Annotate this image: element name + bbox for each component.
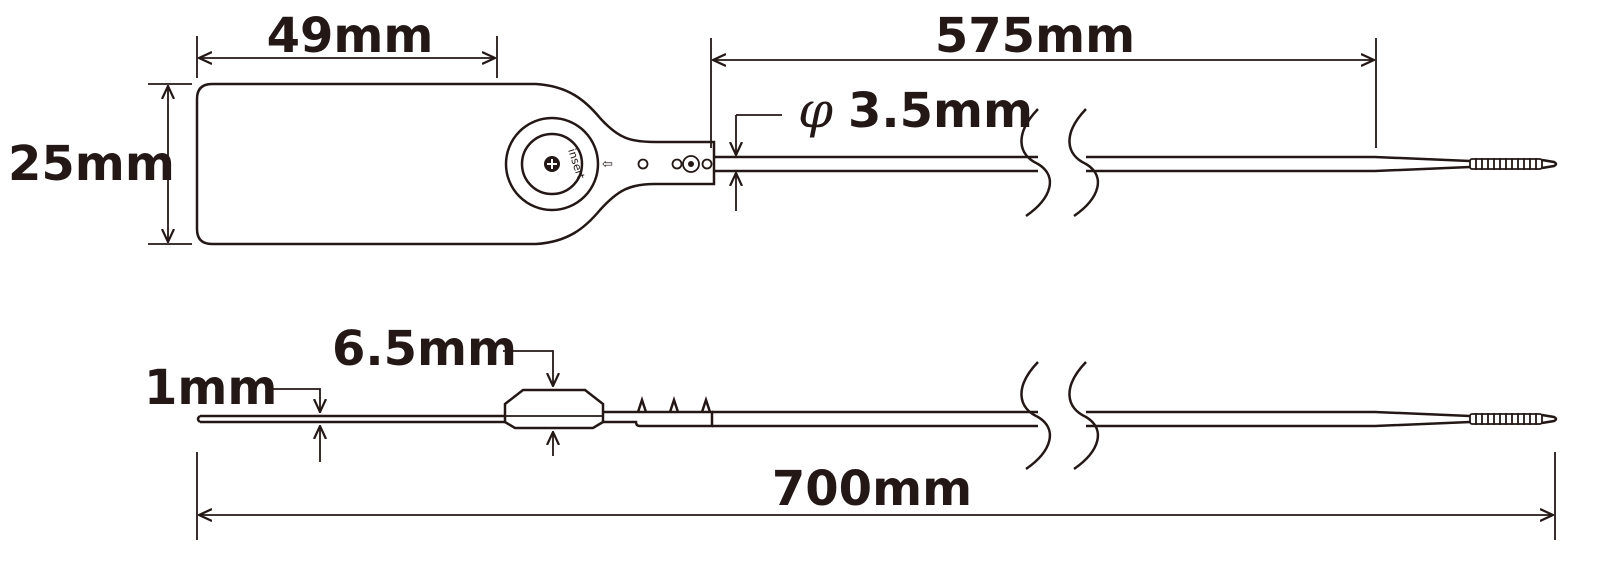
strap-length-dimension: 575mm: [710, 8, 1377, 148]
tag-height-label: 25mm: [8, 136, 175, 192]
strap-side-right: [1086, 410, 1471, 428]
insert-direction-arrow-icon: ⇦: [602, 157, 613, 172]
head-thickness-label: 6.5mm: [332, 321, 517, 377]
strap-right: [1086, 155, 1471, 173]
lock-pin-outer: [682, 155, 700, 173]
side-view: 6.5mm 1mm 700mm: [144, 321, 1558, 540]
head-side: [503, 388, 605, 430]
neck-hole-2: [671, 158, 683, 170]
tag-width-dimension: 49mm: [196, 8, 498, 78]
top-view: insert ⇦ 49mm 25mm: [8, 8, 1558, 246]
total-length-dimension: 700mm: [196, 452, 1556, 540]
strap-left: [714, 155, 1038, 173]
tag-body: [195, 82, 716, 246]
tag-width-label: 49mm: [267, 8, 434, 64]
neck-hole-1: [637, 158, 649, 170]
tag-plate-side: [196, 414, 505, 424]
break-mark-left: [1020, 108, 1052, 218]
tag-height-dimension: 25mm: [8, 83, 192, 245]
neck-spike-3: [700, 396, 712, 413]
strap-diameter-symbol: φ: [798, 81, 833, 139]
strap-serrated-tip: [1469, 158, 1558, 170]
side-break-mark-right: [1068, 361, 1100, 471]
strap-side-left: [712, 410, 1038, 428]
total-length-label: 700mm: [772, 461, 972, 517]
break-mark-right: [1068, 108, 1100, 218]
insert-plus-cross: [547, 159, 557, 169]
neck-spike-1: [636, 396, 648, 413]
tag-thickness-dimension: 1mm: [144, 360, 320, 462]
neck-plate-side: [603, 410, 714, 428]
side-serrated-tip: [1469, 413, 1558, 425]
insert-text: insert: [565, 147, 587, 181]
strap-diameter-dimension: φ 3.5mm: [736, 81, 1033, 211]
neck-spike-2: [668, 396, 680, 413]
lock-pin-inner: [688, 161, 694, 167]
head-thickness-dimension: 6.5mm: [332, 321, 553, 456]
insert-inner-ring: [520, 132, 584, 196]
neck-hole-3: [701, 158, 713, 170]
insert-outer-ring: [504, 116, 600, 212]
strap-diameter-label: 3.5mm: [848, 83, 1033, 139]
strap-length-label: 575mm: [935, 8, 1135, 64]
tag-thickness-label: 1mm: [144, 360, 277, 416]
side-break-mark-left: [1020, 361, 1052, 471]
